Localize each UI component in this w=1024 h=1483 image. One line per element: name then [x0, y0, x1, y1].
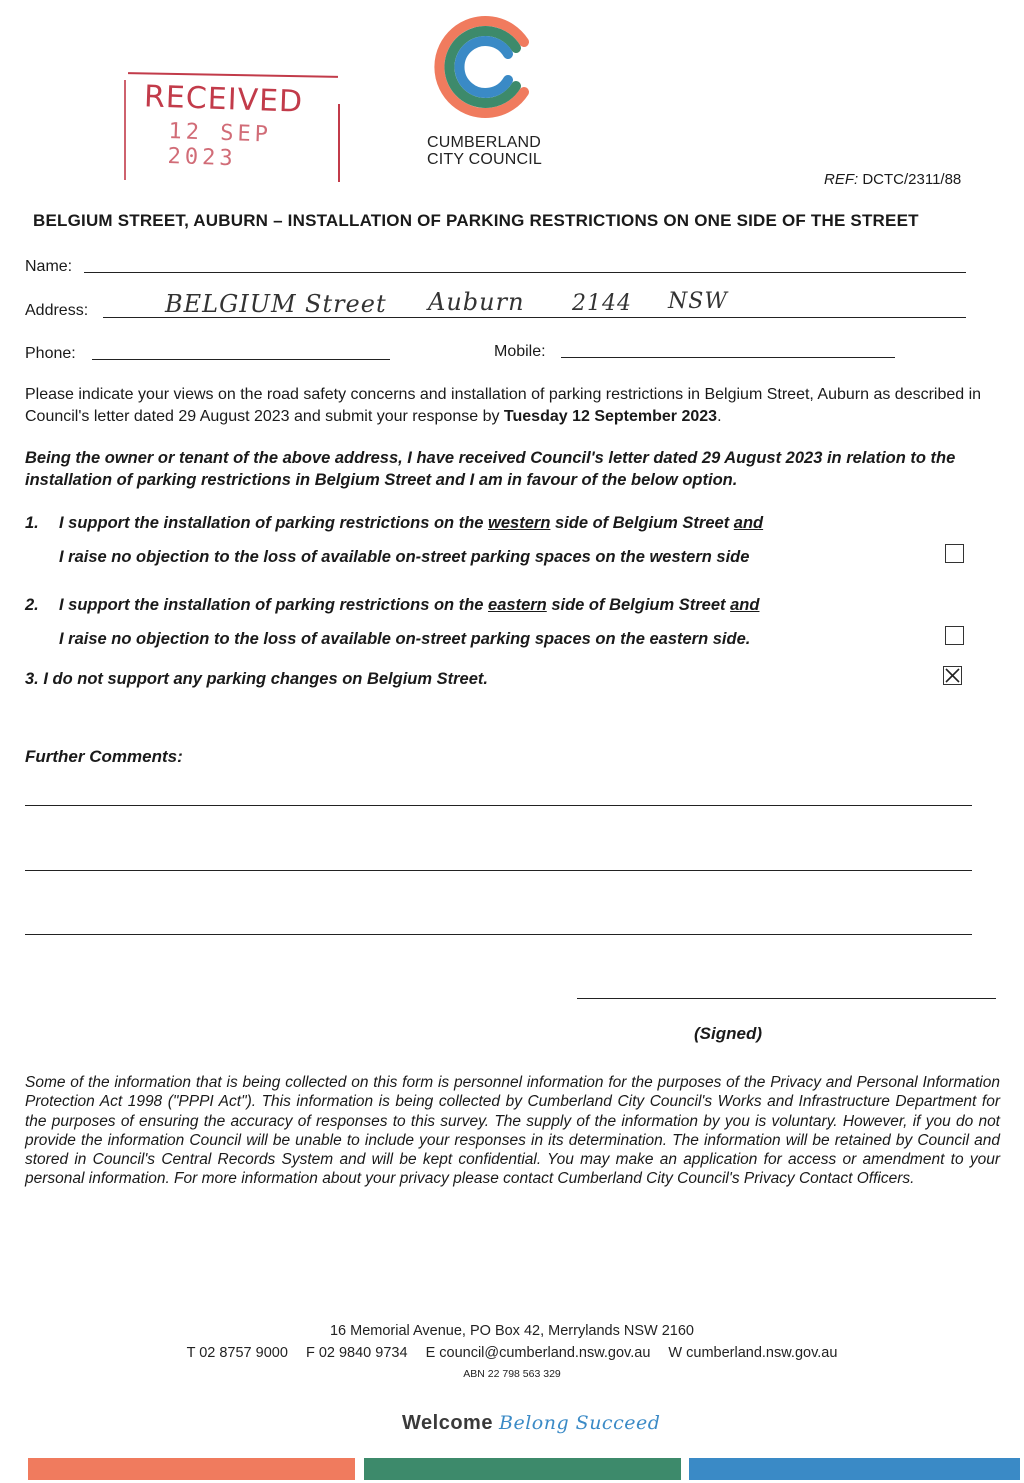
option-1-line1: I support the installation of parking re… [59, 514, 763, 533]
option-3-text: I do not support any parking changes on … [43, 670, 488, 688]
address-handwritten-word: Auburn [428, 288, 525, 316]
comments-line[interactable] [25, 805, 972, 806]
option-2-and: and [730, 596, 760, 614]
reference: REF: DCTC/2311/88 [824, 171, 961, 188]
option-2-side: eastern [488, 596, 547, 614]
intro-paragraph: Please indicate your views on the road s… [25, 384, 1000, 428]
stamp-border [338, 104, 340, 182]
footer-address: 16 Memorial Avenue, PO Box 42, Merryland… [329, 1323, 694, 1339]
stamp-word: RECEIVED [143, 79, 304, 120]
option-2-checkbox[interactable] [945, 626, 964, 645]
mobile-field[interactable] [561, 357, 895, 358]
stamp-border [127, 72, 339, 78]
option-1-and: and [733, 514, 764, 532]
option-1-number: 1. [25, 514, 39, 532]
footer-fax: F 02 9840 9734 [305, 1345, 408, 1361]
footer-bar-blue [689, 1458, 1020, 1480]
address-handwritten-word: NSW [668, 289, 728, 314]
declaration-paragraph: Being the owner or tenant of the above a… [25, 449, 956, 489]
signature-line[interactable] [577, 998, 996, 999]
option-2-text-b: side of Belgium Street [546, 596, 731, 614]
form-heading: BELGIUM STREET, AUBURN – INSTALLATION OF… [33, 211, 919, 230]
stamp-date: 12 SEP 2023 [167, 118, 273, 172]
mobile-label: Mobile: [494, 343, 546, 360]
tagline-bold: Welcome [402, 1412, 493, 1434]
tagline: Welcome Belong Succeed [402, 1412, 660, 1435]
address-handwritten-word: Street [305, 290, 387, 318]
footer-bar-green [364, 1458, 681, 1480]
reference-label: REF: [824, 171, 859, 188]
reference-value: DCTC/2311/88 [862, 171, 962, 188]
option-3-checkbox[interactable] [943, 666, 962, 685]
address-handwritten-word: 2144 [572, 291, 632, 316]
checkmark-x-icon [945, 668, 960, 683]
comments-line[interactable] [25, 934, 972, 935]
received-stamp: RECEIVED 12 SEP 2023 [120, 72, 342, 186]
option-1-text-b: side of Belgium Street [550, 514, 734, 532]
option-1-side: western [488, 514, 551, 532]
option-1-checkbox[interactable] [945, 544, 964, 563]
option-3-line: 3. I do not support any parking changes … [25, 670, 488, 689]
privacy-notice: Some of the information that is being co… [25, 1074, 1000, 1188]
council-name-line2: CITY COUNCIL [427, 151, 543, 168]
address-handwritten-word: BELGIUM [165, 290, 297, 318]
address-field[interactable] [103, 317, 966, 318]
comments-label: Further Comments: [25, 747, 183, 766]
option-1-line2: I raise no objection to the loss of avai… [59, 548, 750, 566]
intro-end: . [717, 408, 722, 425]
council-name-line1: CUMBERLAND [427, 134, 542, 151]
footer-abn: ABN 22 798 563 329 [463, 1368, 561, 1380]
footer-email[interactable]: E council@cumberland.nsw.gov.au [425, 1345, 651, 1361]
name-label: Name: [25, 258, 73, 275]
stamp-border [124, 80, 126, 180]
option-2-line1: I support the installation of parking re… [59, 596, 759, 615]
option-3-number: 3. [25, 670, 39, 688]
footer-web[interactable]: W cumberland.nsw.gov.au [668, 1345, 838, 1361]
option-2-text-a: I support the installation of parking re… [59, 596, 489, 614]
footer-bar-coral [28, 1458, 355, 1480]
intro-deadline: Tuesday 12 September 2023 [503, 408, 718, 425]
option-2-line2: I raise no objection to the loss of avai… [59, 630, 751, 648]
footer-contacts: T 02 8757 9000 F 02 9840 9734 E council@… [0, 1345, 1024, 1361]
option-2-number: 2. [25, 596, 39, 614]
footer-phone: T 02 8757 9000 [186, 1345, 288, 1361]
council-logo-icon [434, 16, 529, 118]
signed-label: (Signed) [694, 1024, 762, 1043]
intro-text: Please indicate your views on the road s… [25, 386, 982, 425]
council-name: CUMBERLAND CITY COUNCIL [427, 134, 542, 168]
comments-line[interactable] [25, 870, 972, 871]
name-field[interactable] [84, 272, 966, 273]
address-label: Address: [25, 302, 89, 319]
phone-field[interactable] [92, 359, 390, 360]
phone-label: Phone: [25, 345, 76, 362]
tagline-script: Belong Succeed [499, 1412, 661, 1434]
option-1-text-a: I support the installation of parking re… [59, 514, 489, 532]
